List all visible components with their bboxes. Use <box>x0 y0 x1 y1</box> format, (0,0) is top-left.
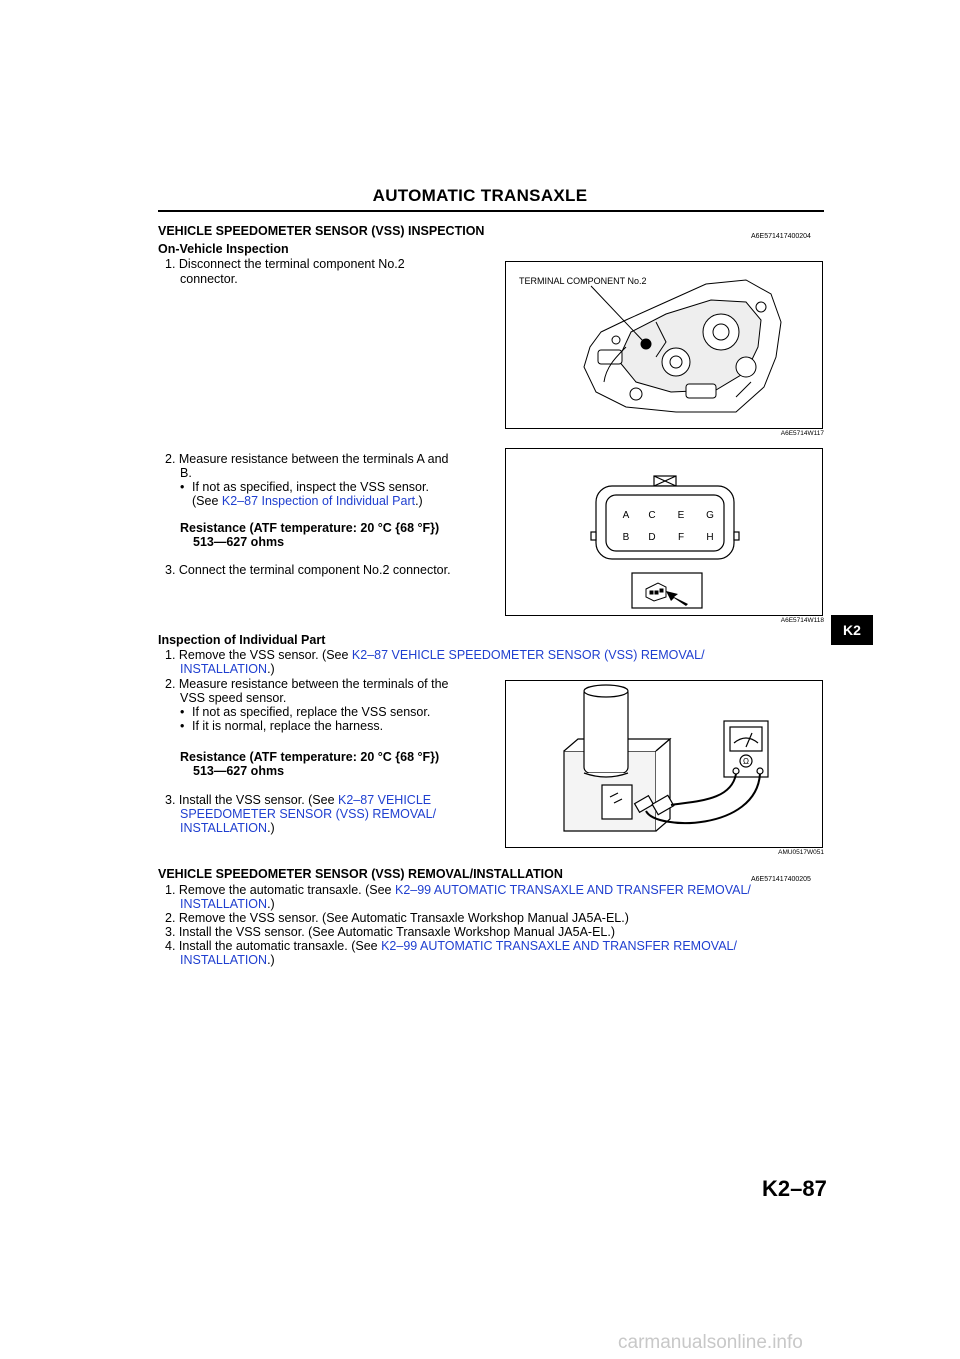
part-step1-line1: 1. Remove the VSS sensor. (See K2–87 VEH… <box>165 648 705 662</box>
terminal-H: H <box>706 532 713 543</box>
part-step2-bullet-a: • If not as specified, replace the VSS se… <box>180 705 430 719</box>
part-step2-line1: 2. Measure resistance between the termin… <box>165 677 449 691</box>
step-text: 1. Remove the automatic transaxle. (See <box>165 883 395 897</box>
section1-code: A6E571417400204 <box>751 233 811 240</box>
ohm-symbol: Ω <box>743 757 749 766</box>
terminal-F: F <box>678 532 684 543</box>
link-transaxle-installation[interactable]: INSTALLATION <box>180 897 268 911</box>
section2-title: VEHICLE SPEEDOMETER SENSOR (VSS) REMOVAL… <box>158 867 563 881</box>
header-rule <box>158 210 824 212</box>
step-text: 3. Install the VSS sensor. (See <box>165 793 339 807</box>
bullet-text: If it is normal, replace the harness. <box>192 719 384 733</box>
spec2-value: 513—627 ohms <box>193 764 285 778</box>
subsection-on-vehicle: On-Vehicle Inspection <box>158 242 289 256</box>
part-step1-line2: INSTALLATION.) <box>180 662 275 676</box>
terminal-A: A <box>623 510 630 521</box>
figure-transaxle: TERMINAL COMPONENT No.2 <box>505 261 823 429</box>
part-step2-line2: VSS speed sensor. <box>180 691 287 705</box>
sensor-meter-illustration: Ω <box>563 684 769 832</box>
removal-step3: 3. Install the VSS sensor. (See Automati… <box>165 925 615 939</box>
figure-label: TERMINAL COMPONENT No.2 <box>519 276 647 286</box>
part-step2-bullet-b: • If it is normal, replace the harness. <box>180 719 383 733</box>
spec2-label: Resistance (ATF temperature: 20 °C {68 °… <box>180 750 440 764</box>
part-step3-line2: SPEEDOMETER SENSOR (VSS) REMOVAL/ <box>180 807 436 821</box>
step1-line2: connector. <box>180 272 238 286</box>
removal-step1-line2: INSTALLATION.) <box>180 897 275 911</box>
spec1-value: 513—627 ohms <box>193 535 285 549</box>
terminal-E: E <box>678 510 685 521</box>
transaxle-illustration: TERMINAL COMPONENT No.2 <box>519 276 782 413</box>
step2-line1: 2. Measure resistance between the termin… <box>165 452 449 466</box>
section1-title: VEHICLE SPEEDOMETER SENSOR (VSS) INSPECT… <box>158 224 485 238</box>
figure1-code: A6E5714W117 <box>780 430 824 437</box>
link-transaxle-removal[interactable]: K2–99 AUTOMATIC TRANSAXLE AND TRANSFER R… <box>394 883 751 897</box>
connector-illustration: A C E G B D F H <box>590 475 740 609</box>
link-vss-installation[interactable]: INSTALLATION <box>180 662 268 676</box>
terminal-G: G <box>706 510 714 521</box>
section2-code: A6E571417400205 <box>751 876 811 883</box>
bullet-text: If not as specified, replace the VSS sen… <box>192 705 431 719</box>
arrow-icon <box>666 591 688 606</box>
chapter-tab: K2 <box>831 615 873 645</box>
page-number: K2–87 <box>762 1176 827 1201</box>
page-header-title: AUTOMATIC TRANSAXLE <box>372 186 588 205</box>
step-text: 1. Remove the VSS sensor. (See <box>165 648 352 662</box>
close-paren: .) <box>267 662 275 676</box>
see-close: .) <box>415 494 423 508</box>
removal-step4-line2: INSTALLATION.) <box>180 953 275 967</box>
link-transaxle-installation-2[interactable]: INSTALLATION <box>180 953 268 967</box>
terminal-C: C <box>648 510 655 521</box>
link-vss-removal[interactable]: K2–87 VEHICLE SPEEDOMETER SENSOR (VSS) R… <box>351 648 705 662</box>
bullet-icon: • <box>180 705 185 719</box>
part-step3-line1: 3. Install the VSS sensor. (See K2–87 VE… <box>165 793 431 807</box>
step2-bullet-b: (See K2–87 Inspection of Individual Part… <box>192 494 423 508</box>
close-paren: .) <box>267 821 275 835</box>
link-vss-installation-2[interactable]: INSTALLATION <box>180 821 268 835</box>
link-transaxle-removal-2[interactable]: K2–99 AUTOMATIC TRANSAXLE AND TRANSFER R… <box>381 939 737 953</box>
close-paren: .) <box>267 897 275 911</box>
terminal-B: B <box>623 532 630 543</box>
removal-step1-line1: 1. Remove the automatic transaxle. (See … <box>165 883 751 897</box>
bullet-text: If not as specified, inspect the VSS sen… <box>192 480 429 494</box>
figure2-code: A6E5714W118 <box>780 617 824 624</box>
removal-step2: 2. Remove the VSS sensor. (See Automatic… <box>165 911 629 925</box>
terminal-D: D <box>648 532 655 543</box>
step2-bullet-a: • If not as specified, inspect the VSS se… <box>180 480 429 494</box>
close-paren: .) <box>267 953 275 967</box>
see-text: (See <box>192 494 222 508</box>
figure-sensor-ohmmeter: Ω <box>505 680 823 848</box>
removal-step4-line1: 4. Install the automatic transaxle. (See… <box>165 939 737 953</box>
bullet-icon: • <box>180 719 185 733</box>
figure3-code: AMU0517W051 <box>778 849 824 856</box>
step2-line2: B. <box>180 466 192 480</box>
step3: 3. Connect the terminal component No.2 c… <box>165 563 451 577</box>
step1-line1: 1. Disconnect the terminal component No.… <box>165 257 405 271</box>
footer-watermark[interactable]: carmanualsonline.info <box>618 1332 803 1353</box>
step-text: 4. Install the automatic transaxle. (See <box>165 939 382 953</box>
part-step3-line3: INSTALLATION.) <box>180 821 275 835</box>
figure-connector: A C E G B D F H <box>505 448 823 616</box>
link-vss-removal-3[interactable]: SPEEDOMETER SENSOR (VSS) REMOVAL/ <box>180 807 437 821</box>
spec1-label: Resistance (ATF temperature: 20 °C {68 °… <box>180 521 440 535</box>
link-inspection-individual-part[interactable]: K2–87 Inspection of Individual Part <box>221 494 416 508</box>
bullet-icon: • <box>180 480 185 494</box>
subsection-individual-part: Inspection of Individual Part <box>158 633 326 647</box>
link-vss-removal-2[interactable]: K2–87 VEHICLE <box>338 793 432 807</box>
